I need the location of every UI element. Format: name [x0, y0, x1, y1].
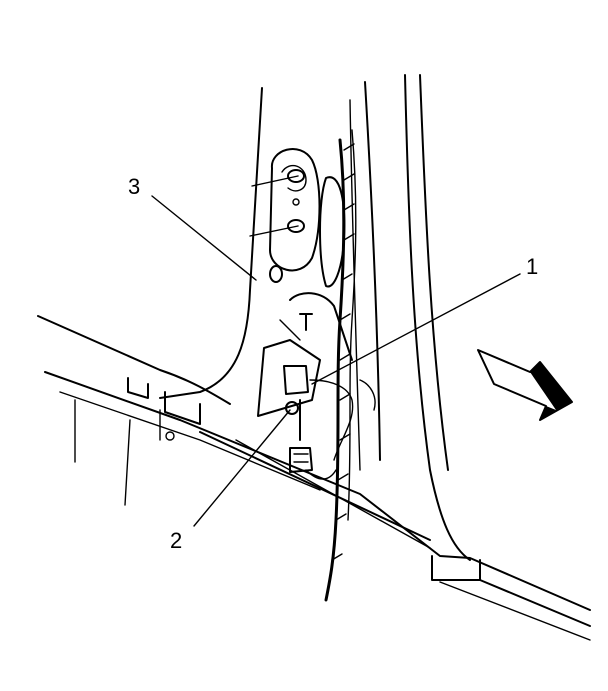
leader-2 [193, 409, 291, 527]
rocker-panel [37, 315, 591, 641]
leader-lines [151, 195, 521, 527]
wiring-harness [319, 129, 357, 602]
callout-3: 3 [128, 174, 141, 199]
door-jamb-switch-assembly [257, 339, 376, 480]
upper-access-opening [249, 148, 321, 283]
leader-3 [151, 195, 257, 281]
lower-recess [279, 292, 353, 361]
callout-1: 1 [526, 254, 539, 279]
forward-direction-arrow-icon [477, 349, 573, 421]
callout-2: 2 [170, 528, 183, 553]
leader-1 [311, 273, 521, 385]
